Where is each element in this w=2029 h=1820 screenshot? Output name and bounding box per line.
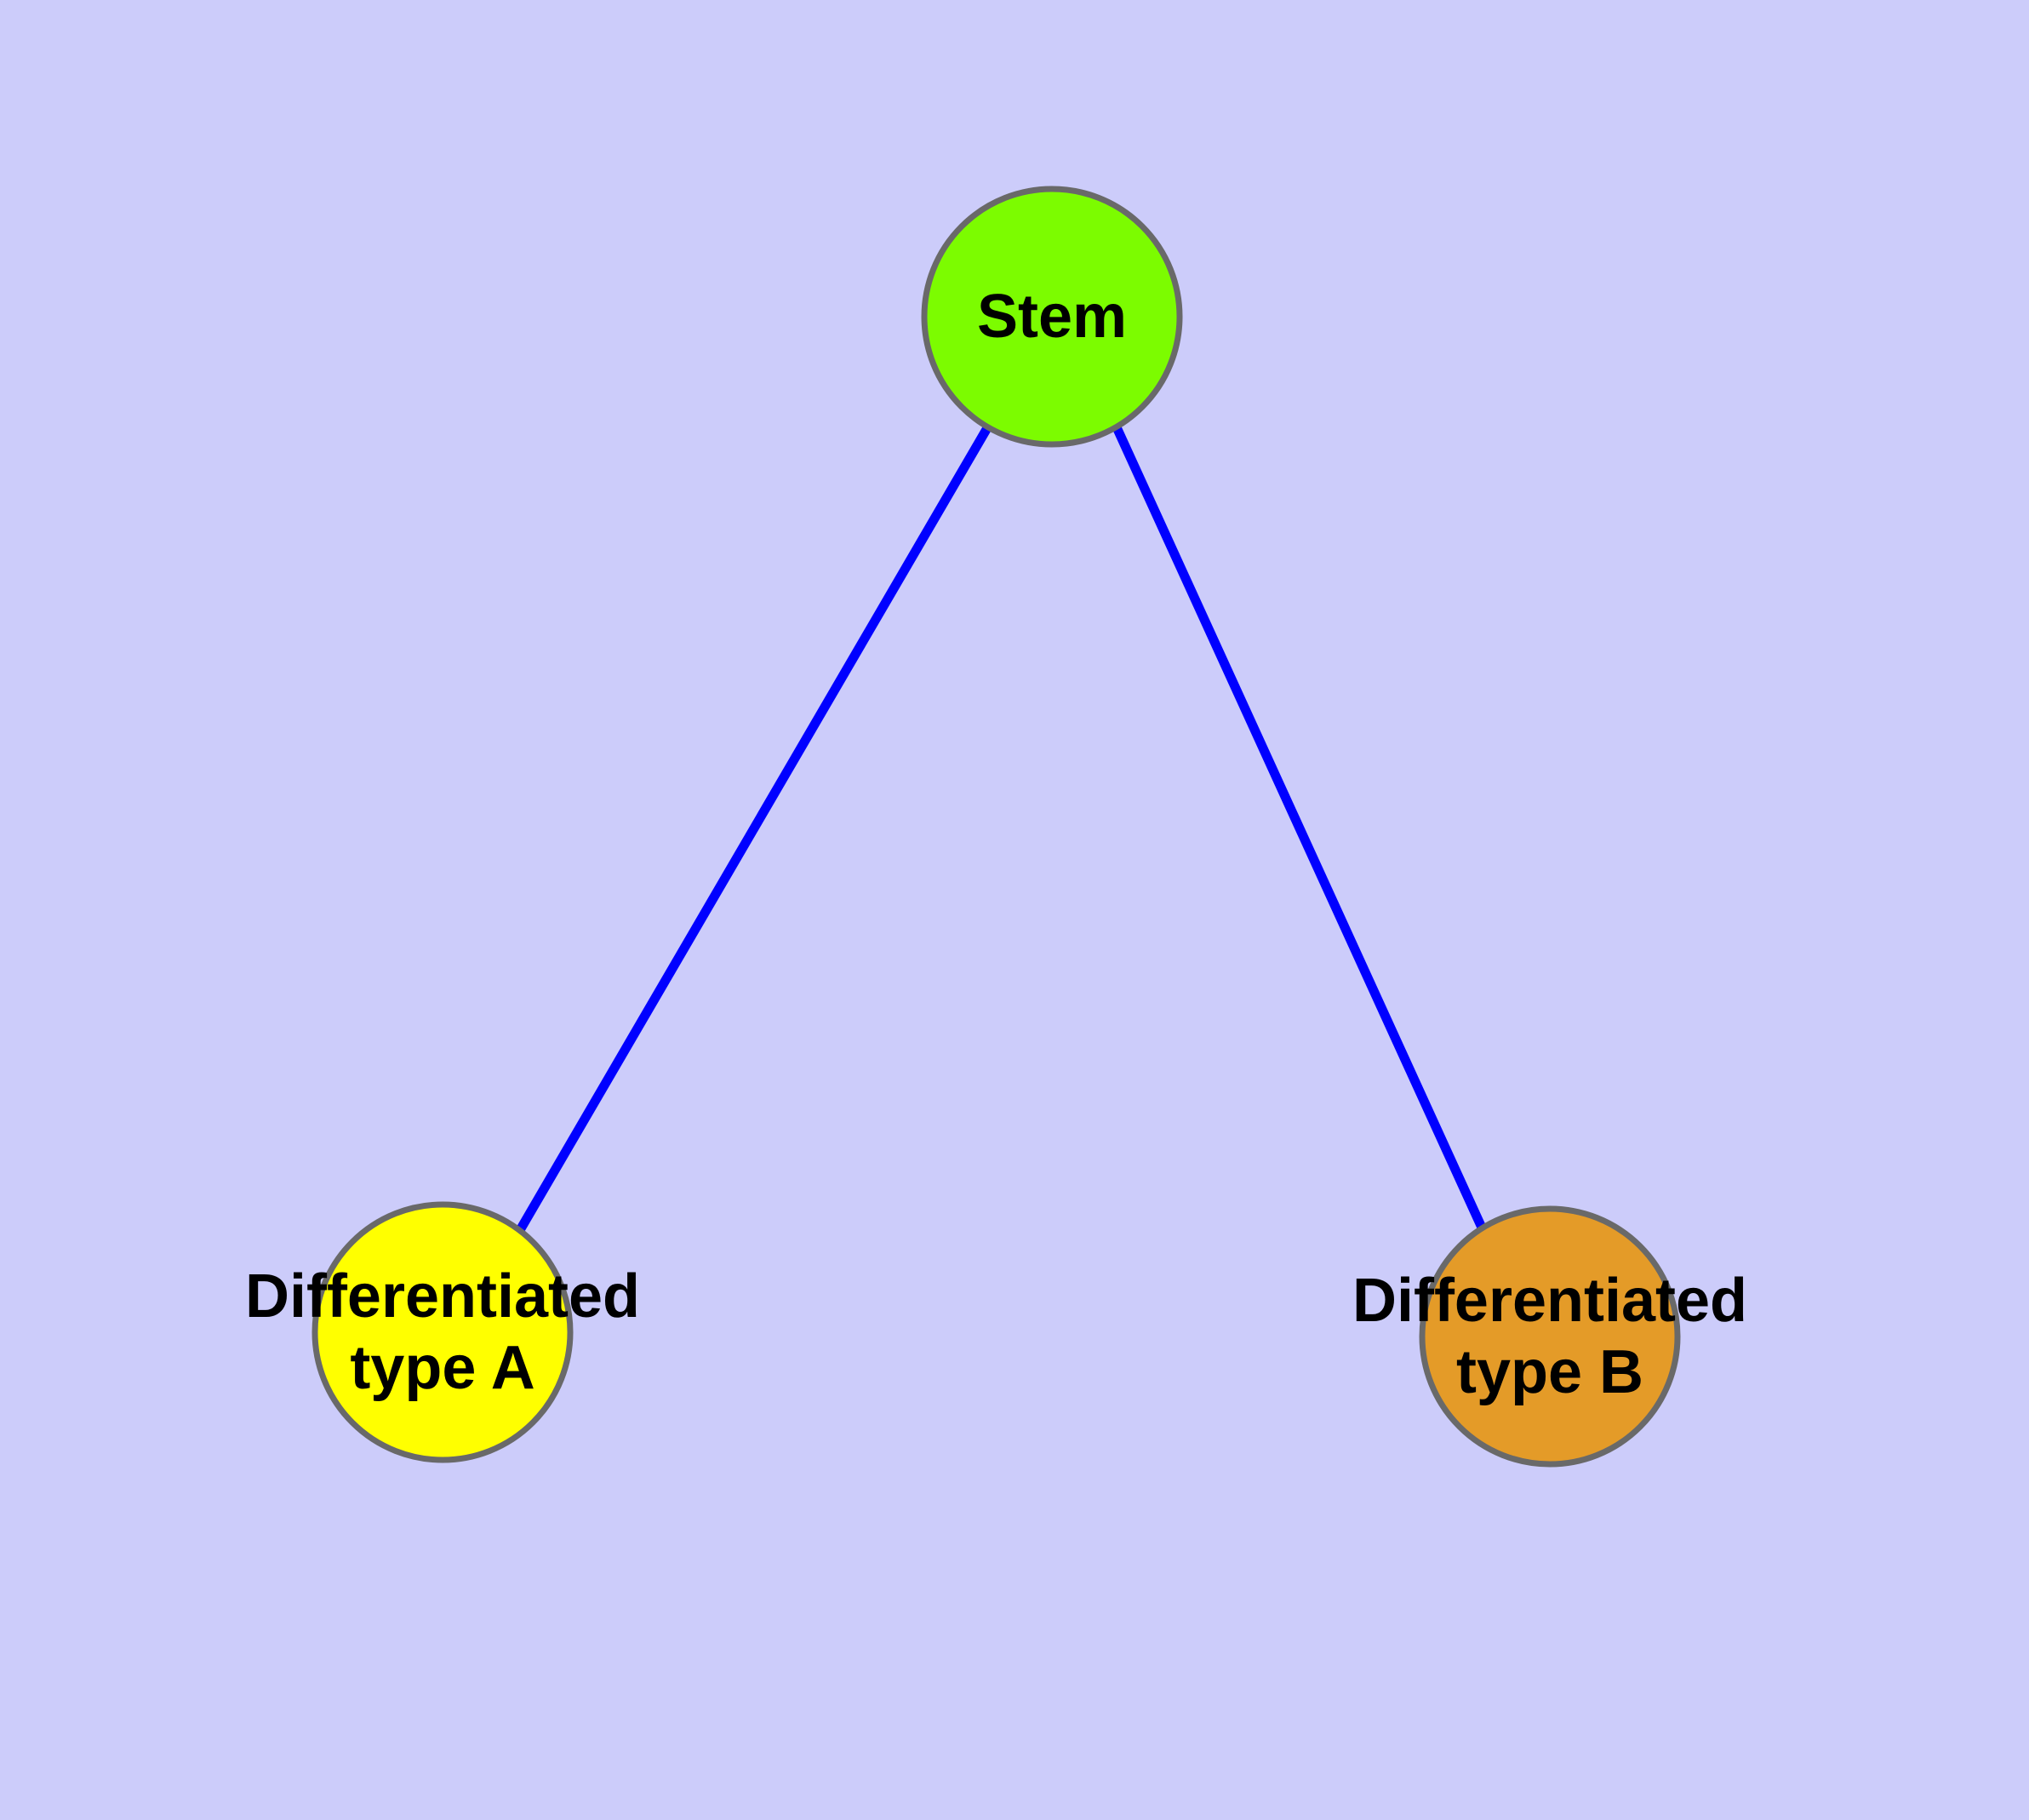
graph-node-diff-b[interactable]	[1419, 1205, 1681, 1468]
graph-edge-stem-to-diff-b	[1112, 425, 1487, 1230]
edges-layer	[516, 424, 1487, 1233]
graph-edge-stem-to-diff-a	[516, 424, 992, 1233]
graph-node-diff-a[interactable]	[311, 1201, 574, 1463]
graph-node-stem[interactable]	[921, 186, 1183, 448]
nodes-layer	[311, 186, 1681, 1468]
